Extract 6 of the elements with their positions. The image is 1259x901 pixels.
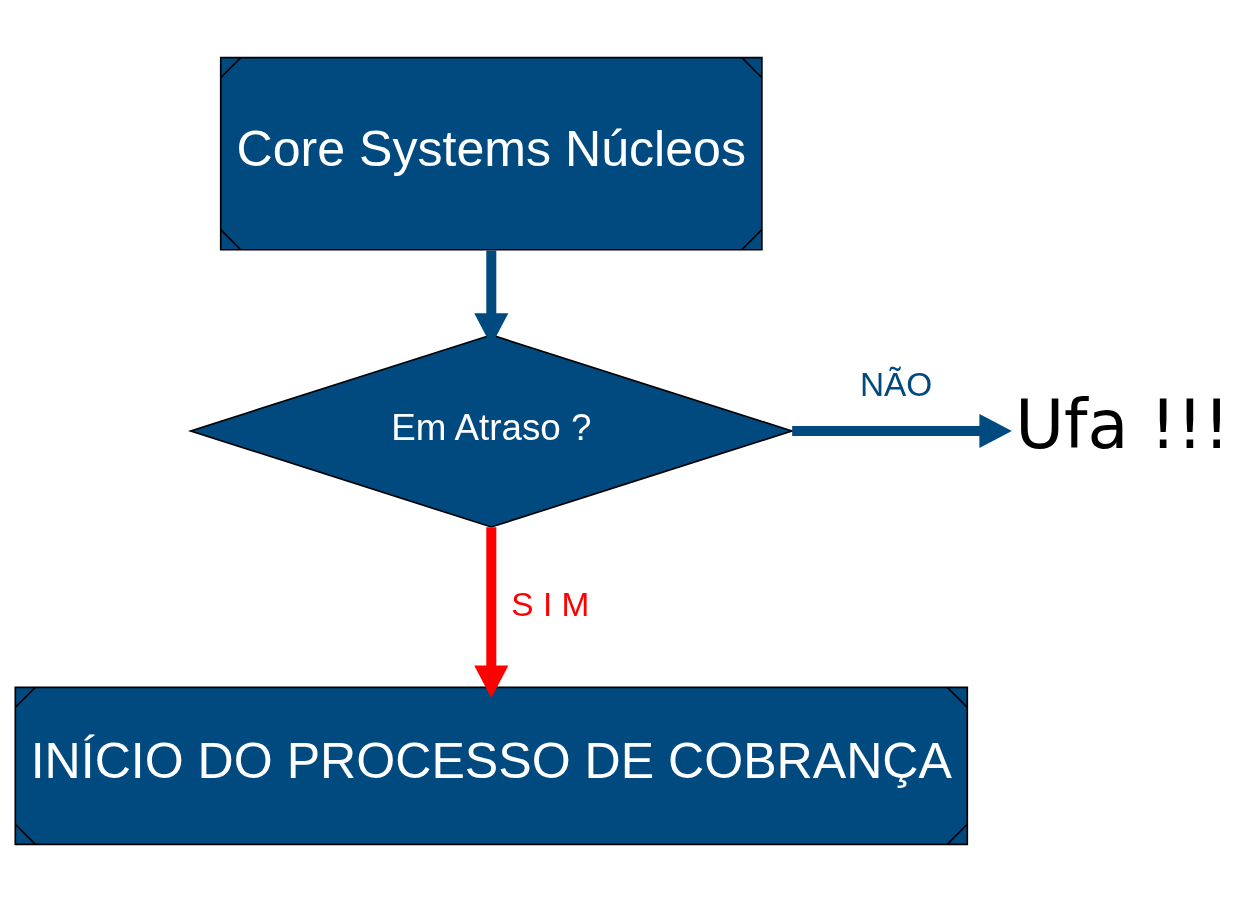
node-diamond: Em Atraso ? — [187, 333, 795, 528]
arrow — [474, 526, 509, 698]
edge-label: S I M — [511, 585, 590, 623]
arrow — [792, 413, 1012, 448]
edge-label: NÃO — [859, 365, 933, 403]
node-text: Ufa !!! — [1015, 385, 1231, 464]
